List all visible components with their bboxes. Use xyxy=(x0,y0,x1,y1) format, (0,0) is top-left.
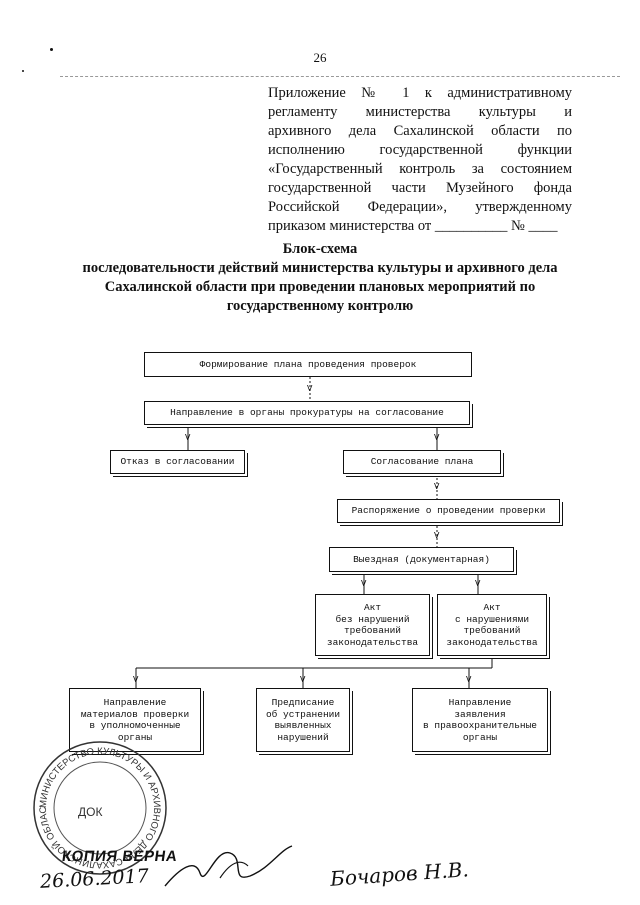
step-onsite-inspection: Выездная (документарная) xyxy=(329,547,514,572)
arrow-down-icon: V xyxy=(434,482,440,492)
step-label: выявленных xyxy=(274,720,332,731)
appendix-line: «Государственный контроль за состоянием xyxy=(268,161,572,177)
step-send-statement: Направление заявления в правоохранительн… xyxy=(412,688,548,752)
arrow-down-icon: V xyxy=(361,579,367,589)
title-heading: Блок-схема xyxy=(282,241,358,257)
step-label: органы xyxy=(462,731,498,743)
appendix-line: Приложение № 1 к административному xyxy=(268,85,572,101)
step-plan-formation: Формирование плана проведения проверок xyxy=(144,352,472,377)
step-label: без нарушений xyxy=(335,613,410,625)
step-label: требований xyxy=(463,625,521,636)
arrow-down-icon: V xyxy=(466,675,472,685)
step-label: Согласование плана xyxy=(370,456,474,468)
step-prosecutor-approval: Направление в органы прокуратуры на согл… xyxy=(144,401,470,425)
step-label: Акт xyxy=(363,602,382,613)
document-title: Блок-схема последовательности действий м… xyxy=(60,240,580,316)
step-label: нарушений xyxy=(277,731,329,743)
step-label: Направление xyxy=(448,697,512,708)
step-label: об устранении xyxy=(265,708,341,720)
step-label: законодательства xyxy=(446,636,538,648)
arrow-down-icon: V xyxy=(133,675,139,685)
page-number: 26 xyxy=(313,50,327,65)
appendix-line: государственной части Музейного фонда xyxy=(268,180,572,196)
step-label: Акт xyxy=(483,602,501,613)
title-subtitle: Сахалинской области при проведении плано… xyxy=(104,279,536,295)
step-label: с нарушениями xyxy=(454,613,530,625)
step-label: в правоохранительные xyxy=(422,720,538,731)
scan-dot xyxy=(50,48,53,51)
header-rule xyxy=(60,76,620,77)
step-prescription: Предписание об устранении выявленных нар… xyxy=(256,688,350,752)
step-label: Направление в органы прокуратуры на согл… xyxy=(170,407,444,419)
step-label: материалов проверки xyxy=(80,708,190,720)
step-plan-approval: Согласование плана xyxy=(343,450,501,474)
appendix-line: приказом министерства от __________ № __… xyxy=(268,218,558,234)
signature-icon xyxy=(164,845,293,887)
step-act-violations: Акт с нарушениями требований законодател… xyxy=(437,594,547,656)
step-label: в уполномоченные xyxy=(89,720,181,731)
step-label: органы xyxy=(117,731,153,743)
step-label: требований xyxy=(343,625,401,636)
appendix-line: исполнению государственной функции xyxy=(268,142,572,158)
appendix-line: Российской Федерации», утвержденному xyxy=(268,199,572,215)
step-label: Распоряжение о проведении проверки xyxy=(351,505,546,517)
title-subtitle: последовательности действий министерства… xyxy=(82,260,558,276)
step-refusal: Отказ в согласовании xyxy=(110,450,245,474)
step-label: Предписание xyxy=(271,697,335,708)
step-send-materials: Направление материалов проверки в уполно… xyxy=(69,688,201,752)
scan-dot xyxy=(22,70,24,72)
step-label: Формирование плана проведения проверок xyxy=(199,358,417,370)
title-subtitle: государственному контролю xyxy=(226,298,414,314)
step-label: Отказ в согласовании xyxy=(120,456,235,468)
step-label: законодательства xyxy=(326,636,419,648)
step-inspection-order: Распоряжение о проведении проверки xyxy=(337,499,560,523)
arrow-down-icon: V xyxy=(307,384,313,394)
step-label: Выездная (документарная) xyxy=(353,553,490,565)
step-label: Направление xyxy=(103,697,167,708)
arrow-down-icon: V xyxy=(434,433,440,443)
appendix-note: Приложение № 1 к административному регла… xyxy=(268,84,572,236)
seal-inner-text: ДОК xyxy=(78,805,102,819)
step-label: заявления xyxy=(454,708,506,720)
appendix-line: архивного дела Сахалинской области по xyxy=(268,123,572,139)
arrow-down-icon: V xyxy=(185,433,191,443)
arrow-down-icon: V xyxy=(475,579,481,589)
arrow-down-icon: V xyxy=(434,531,440,541)
arrow-down-icon: V xyxy=(300,675,306,685)
step-act-no-violations: Акт без нарушений требований законодател… xyxy=(315,594,430,656)
official-seal-icon: МИНИСТЕРСТВО КУЛЬТУРЫ И АРХИВНОГО ДЕЛА С… xyxy=(30,738,167,875)
appendix-line: регламенту министерства культуры и xyxy=(268,104,572,120)
